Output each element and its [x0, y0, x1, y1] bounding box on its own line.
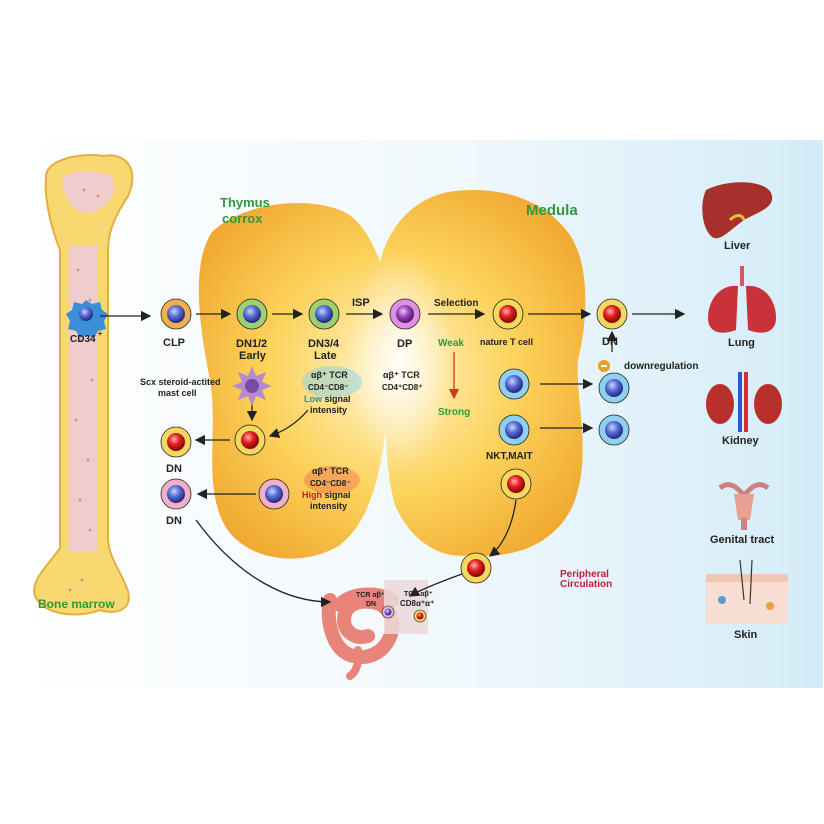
skin-icon — [706, 559, 788, 624]
weak-label: Weak — [438, 338, 464, 349]
nkt-mait-cell — [498, 414, 530, 446]
medulla-red-cell — [500, 468, 532, 500]
liver-icon — [702, 182, 773, 239]
early-label: Early — [239, 350, 267, 362]
kidney-icon — [706, 372, 782, 432]
dn12-cell — [236, 298, 268, 330]
late-label: Late — [314, 350, 337, 362]
nkt-mait-label: NKT,MAIT — [486, 451, 533, 462]
dp-cell — [389, 298, 421, 330]
cells — [160, 298, 630, 623]
genital-tract-icon — [718, 482, 770, 530]
labels: Thymus corrox Medula Bone marrow Periphe… — [38, 195, 775, 641]
genital-label: Genital tract — [710, 534, 775, 546]
dn-out-label: DN — [602, 336, 618, 348]
kidney-label: Kidney — [722, 435, 760, 447]
high-tcr-line4: intensity — [310, 501, 347, 511]
strong-label: Strong — [438, 407, 470, 418]
dn-left-cell-2 — [160, 478, 192, 510]
dp-tcr-line1: αβ⁺ TCR — [383, 370, 420, 380]
dp-label: DP — [397, 338, 412, 350]
dn-right-cell — [596, 298, 628, 330]
cd34-label: CD34 — [70, 334, 96, 345]
low-tcr-line2: CD4⁻CD8⁻ — [308, 383, 348, 392]
nature-t-cell — [492, 298, 524, 330]
flow-arrows — [100, 308, 686, 608]
dn12-label: DN1/2 — [236, 338, 267, 350]
dn34-label: DN3/4 — [308, 338, 340, 350]
high-signal-cell — [258, 478, 290, 510]
thymus-cortex-label-2: corrox — [222, 211, 263, 226]
isp-label: ISP — [352, 297, 370, 309]
cortex-red-cell — [234, 424, 266, 456]
dn-left-label-2: DN — [166, 515, 182, 527]
thymus-organ — [198, 189, 586, 559]
downregulated-cell-1 — [598, 372, 630, 404]
thymus-cortex-label-1: Thymus — [220, 195, 270, 210]
peripheral-red-cell — [460, 552, 492, 584]
lung-icon — [708, 266, 776, 333]
medula-label: Medula — [526, 202, 578, 219]
gut-dn-cell — [381, 605, 395, 619]
minus-badge — [598, 360, 610, 372]
peripheral-label-1: Peripheral — [560, 569, 609, 580]
downregulated-cell-2 — [598, 414, 630, 446]
nature-t-label: nature T cell — [480, 337, 533, 347]
dp-tcr-line2: CD4⁺CD8⁺ — [382, 383, 422, 392]
gut-left-label-2: DN — [366, 601, 376, 608]
gut-right-label-2: CD8α⁺α⁺ — [400, 599, 434, 608]
mast-label-1: Scx steroid-actited — [140, 377, 221, 387]
downregulation-label: downregulation — [624, 361, 698, 372]
bone-marrow-label: Bone marrow — [38, 597, 115, 611]
liver-label: Liver — [724, 240, 751, 252]
peripheral-label-2: Circulation — [560, 579, 612, 590]
dn-left-label-1: DN — [166, 463, 182, 475]
high-tcr-line2: CD4⁻CD8⁻ — [310, 479, 350, 488]
high-tcr-line3: High signal — [302, 490, 351, 500]
intestine-icon — [321, 580, 428, 680]
medulla-blue-cell-1 — [498, 368, 530, 400]
clp-label: CLP — [163, 337, 185, 349]
selection-label: Selection — [434, 298, 478, 309]
clp-cell — [160, 298, 192, 330]
cd34-sup-label: + — [98, 331, 102, 338]
dn34-cell — [308, 298, 340, 330]
low-tcr-line1: αβ⁺ TCR — [311, 370, 348, 380]
lung-label: Lung — [728, 337, 755, 349]
mast-cell — [232, 366, 272, 406]
low-tcr-line3: Low signal — [304, 394, 351, 404]
gut-right-label-1: TCR αβ⁺ — [404, 591, 433, 598]
cd34-stem-cell — [66, 300, 108, 338]
mast-label-2: mast cell — [158, 388, 197, 398]
gut-left-label-1: TCR αβ⁺ — [356, 592, 385, 599]
dn-left-cell-1 — [160, 426, 192, 458]
skin-label: Skin — [734, 629, 758, 641]
high-tcr-line1: αβ⁺ TCR — [312, 466, 349, 476]
gut-cd8-cell — [413, 609, 427, 623]
low-tcr-line4: intensity — [310, 405, 347, 415]
